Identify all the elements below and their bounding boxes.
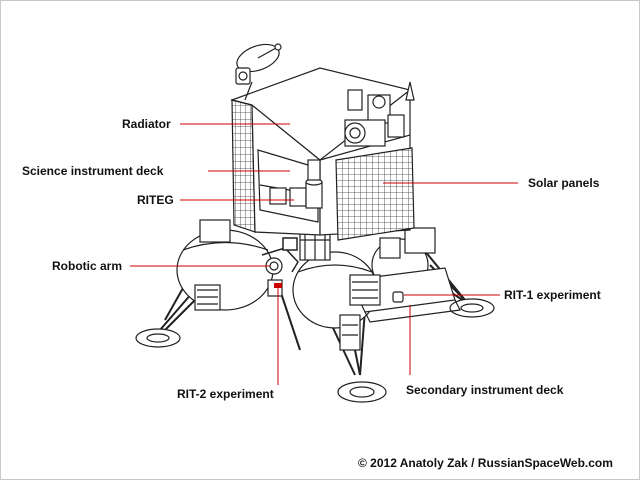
antenna [235, 43, 282, 101]
label-rit1-experiment: RIT-1 experiment [504, 288, 601, 302]
copyright-credit: © 2012 Anatoly Zak / RussianSpaceWeb.com [358, 456, 613, 470]
leader-lines [130, 123, 518, 385]
rit2-marker [274, 283, 282, 288]
label-robotic-arm: Robotic arm [52, 259, 123, 273]
label-solar-panels: Solar panels [528, 176, 600, 190]
solar-panel [335, 147, 415, 241]
label-science-instrument-deck: Science instrument deck [22, 164, 164, 178]
landing-feet [135, 298, 495, 403]
label-riteg: RITEG [137, 193, 174, 207]
lander-structure [135, 43, 495, 403]
top-instruments [344, 81, 415, 147]
label-rit2-experiment: RIT-2 experiment [177, 387, 274, 401]
hardware-clusters [194, 219, 436, 351]
label-radiator: Radiator [122, 117, 171, 131]
robotic-arm [261, 237, 299, 273]
label-secondary-instrument-deck: Secondary instrument deck [406, 383, 564, 397]
